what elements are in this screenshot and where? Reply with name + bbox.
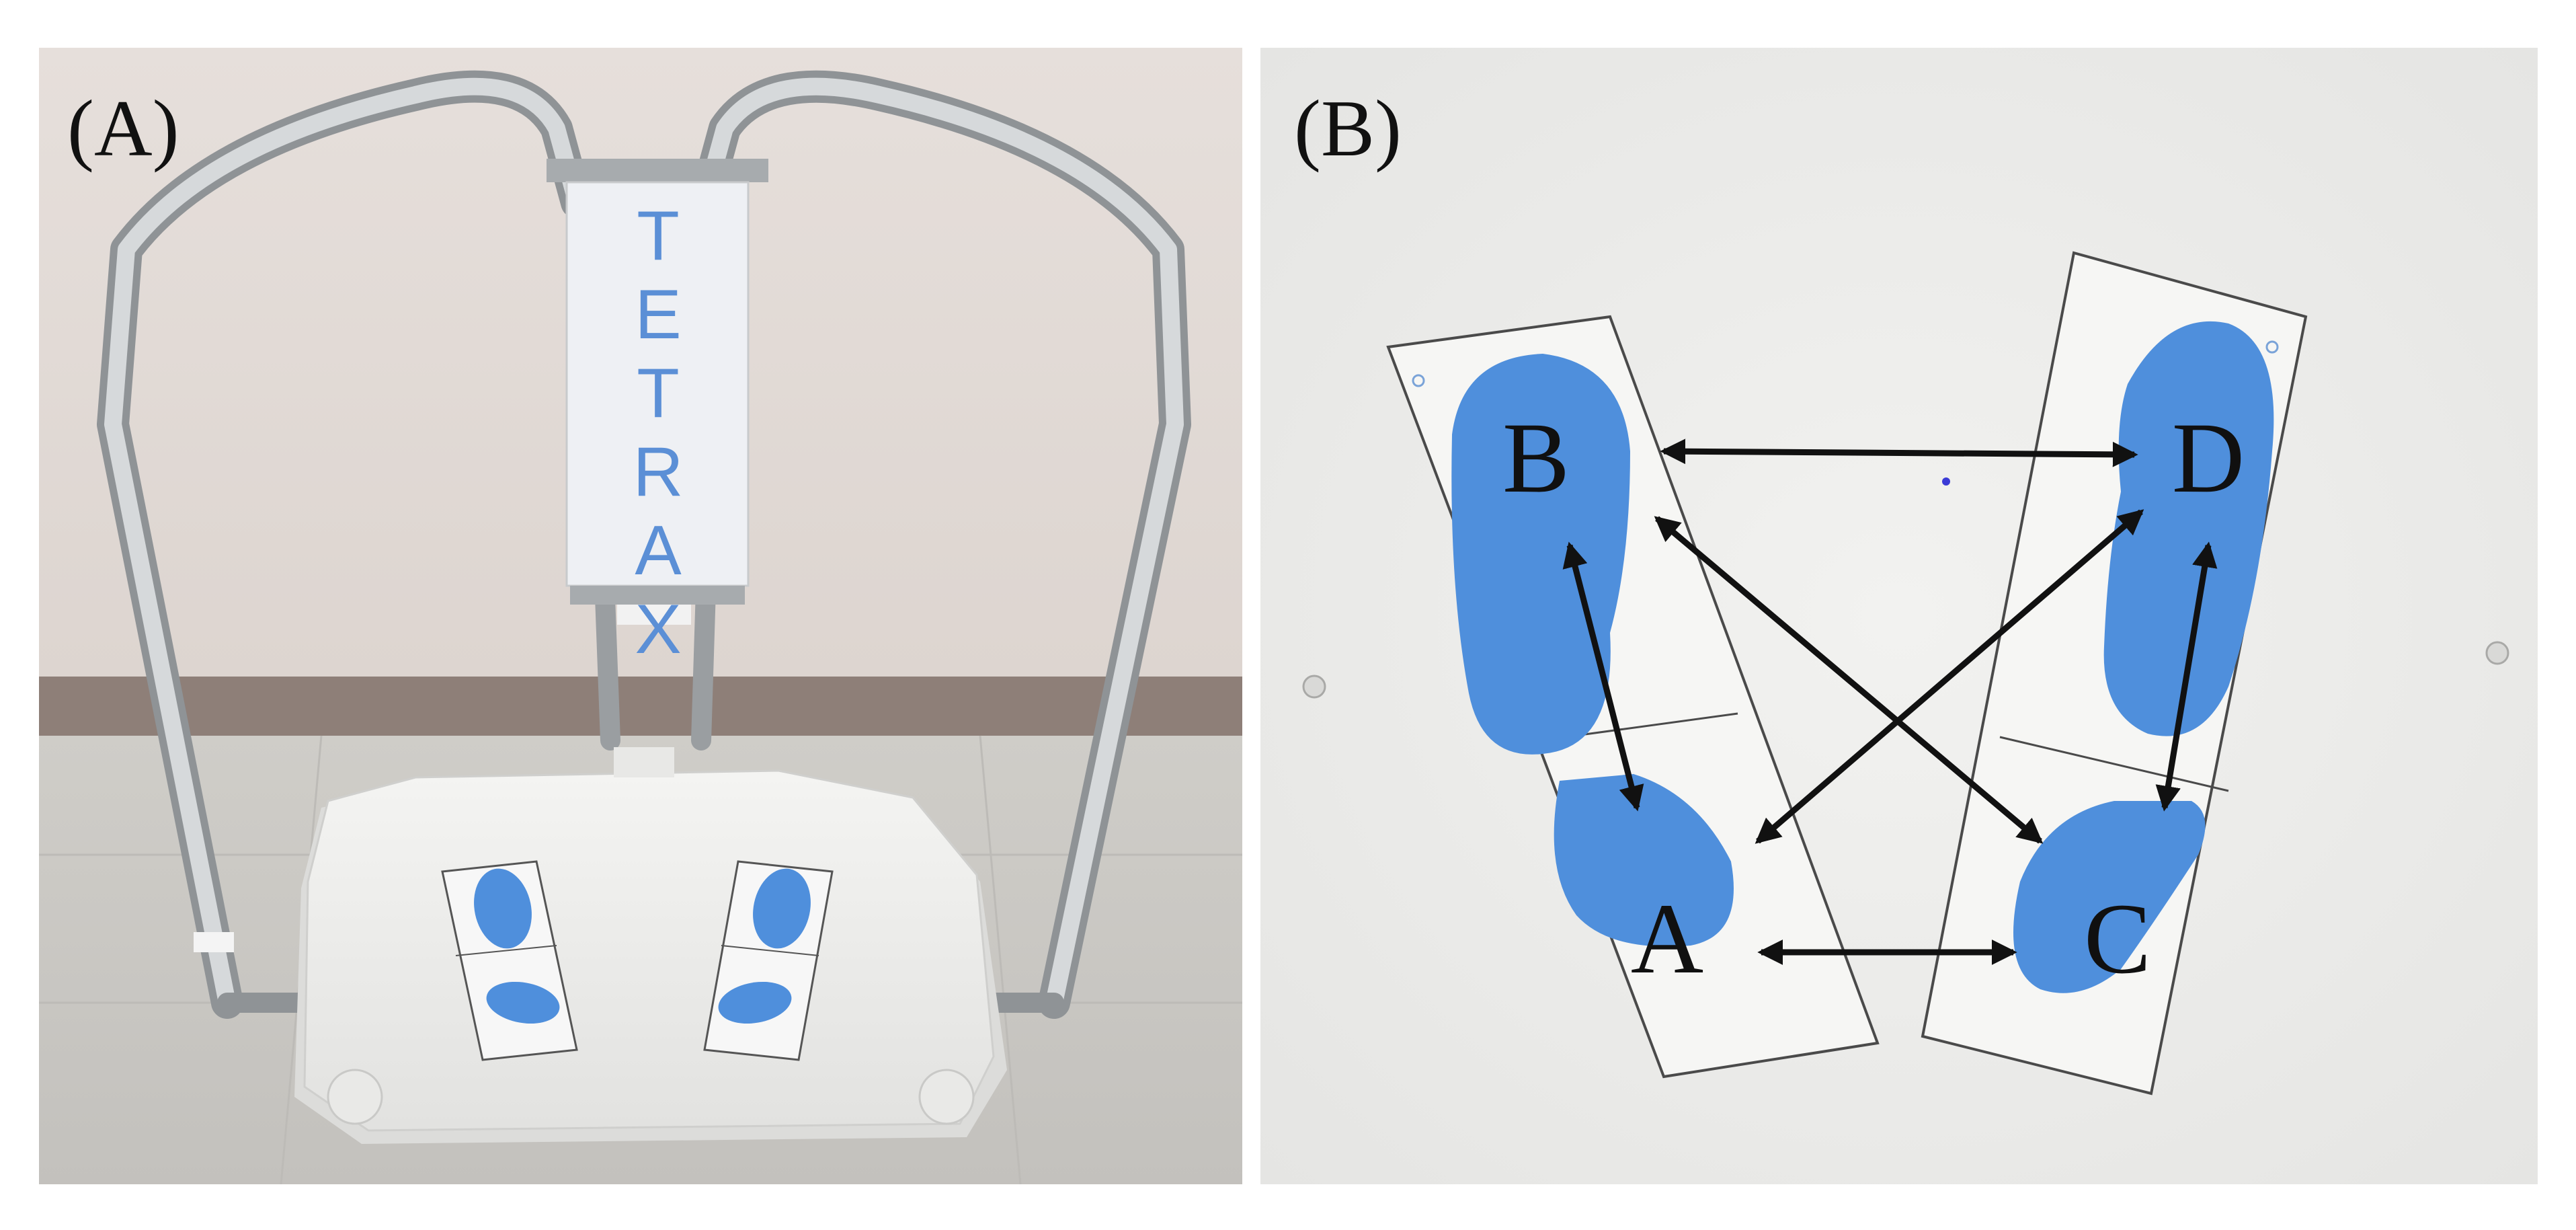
sign-board [565, 181, 750, 587]
panel-b-foot-plates: B D A C (B) [1260, 48, 2538, 1184]
panel-b-label: (B) [1294, 83, 1402, 173]
sign-bottom-clamp [570, 586, 745, 605]
foot-print-c [2013, 801, 2206, 993]
foot-print-d [2103, 321, 2274, 736]
panel-a-label: (A) [67, 83, 179, 173]
rail-band [194, 932, 234, 952]
plate-label-d: D [2172, 402, 2245, 514]
sign-letter: T [637, 354, 680, 432]
sign-letter: R [633, 433, 684, 511]
transition-arrows [1562, 438, 2218, 965]
sign-connector [617, 605, 691, 625]
platform-screws [1302, 641, 2509, 699]
sign-letter: T [637, 197, 680, 275]
arrow-d-c [2155, 541, 2218, 812]
baseboard [39, 677, 1242, 736]
foot-plate-diagram: B D A C [1260, 48, 2538, 1184]
device-sign-text: T E T R A X [577, 197, 739, 669]
sign-letter: X [635, 590, 682, 668]
sign-top-clamp [547, 159, 768, 182]
arrow-d-a [1755, 509, 2144, 844]
plate-label-b: B [1502, 402, 1570, 514]
panel-a-device-photo: (A) T E T R A X [39, 48, 1242, 1184]
platform-feet [327, 1069, 975, 1125]
sign-letter: A [635, 512, 682, 590]
device-foot-plates [441, 860, 834, 1061]
center-dot [1942, 477, 1950, 486]
device-photo-illustration [39, 48, 1242, 1184]
sign-letter: E [635, 276, 682, 354]
platform-cable-box [614, 747, 674, 777]
plate-label-a: A [1631, 883, 1703, 995]
plate-label-c: C [2084, 883, 2151, 995]
arrow-b-d [1660, 438, 2138, 467]
platform-top [303, 769, 995, 1132]
platform-surface [1260, 48, 2538, 1184]
arrow-b-a [1562, 541, 1644, 812]
